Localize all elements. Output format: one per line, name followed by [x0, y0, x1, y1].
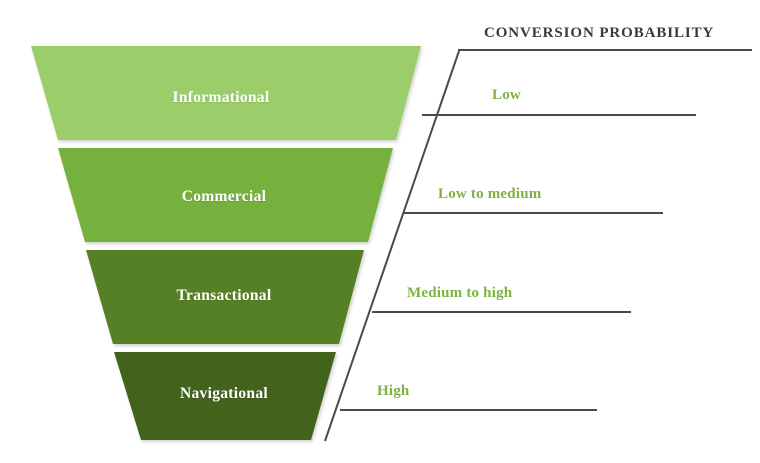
page-title: CONVERSION PROBABILITY: [484, 25, 715, 41]
funnel-stage-label-informational: Informational: [172, 89, 270, 106]
probability-label-low-to-medium: Low to medium: [438, 186, 542, 202]
probability-label-low: Low: [492, 87, 521, 103]
funnel-stage-navigational[interactable]: [114, 352, 336, 440]
funnel-stage-commercial[interactable]: [58, 148, 393, 242]
probability-label-medium-to-high: Medium to high: [407, 285, 513, 301]
funnel-stage-label-transactional: Transactional: [176, 287, 272, 304]
funnel-stage-informational[interactable]: [31, 46, 421, 140]
funnel-stage-label-commercial: Commercial: [181, 188, 267, 205]
probability-label-high: High: [377, 383, 410, 399]
funnel-stage-transactional[interactable]: [86, 250, 364, 344]
funnel-stage-label-navigational: Navigational: [180, 385, 268, 402]
